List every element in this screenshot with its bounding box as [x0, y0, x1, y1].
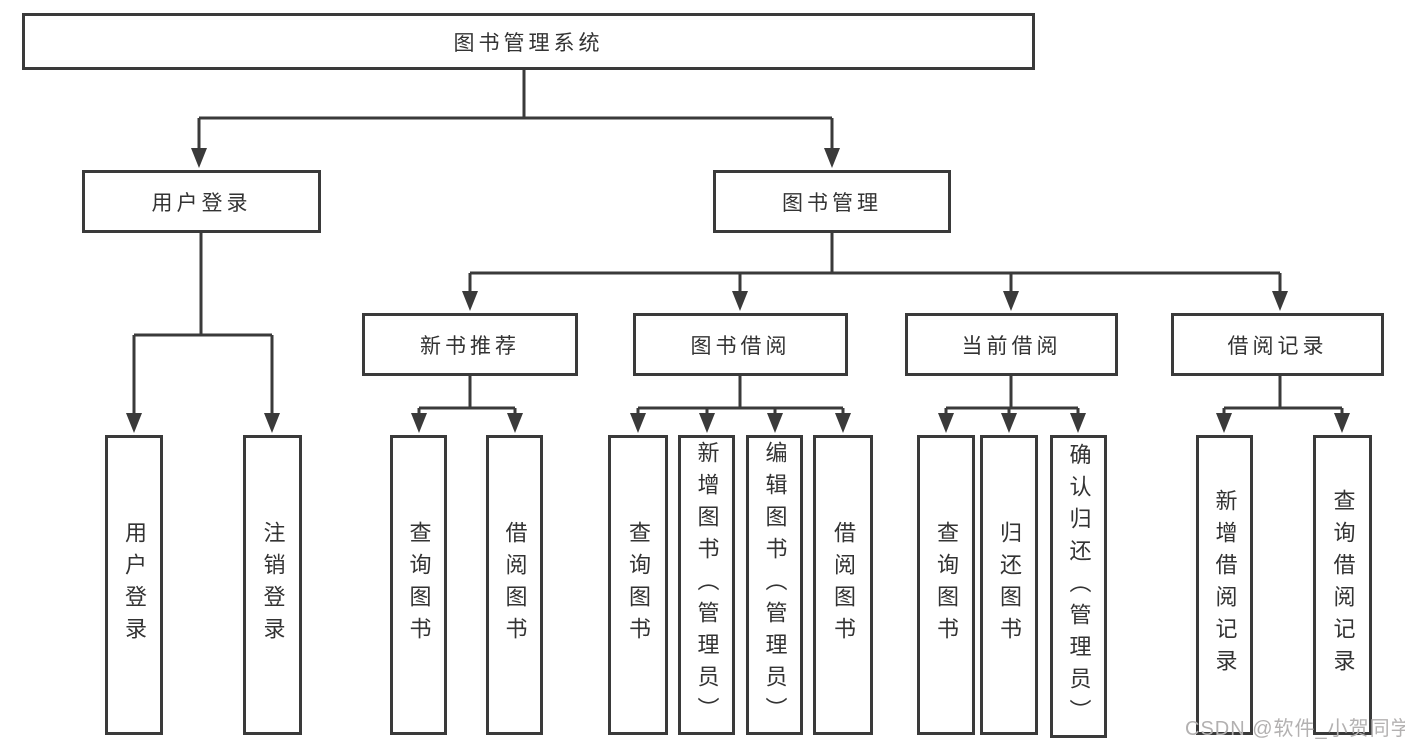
node-label: 确认归还（管理员）	[1066, 442, 1092, 731]
arrow-head-icon	[699, 413, 715, 433]
arrow-head-icon	[1334, 413, 1350, 433]
leaf-query-borrow-record: 查询借阅记录	[1313, 435, 1372, 735]
node-label: 查询借阅记录	[1330, 489, 1356, 681]
leaf-borrow-books: 借阅图书	[813, 435, 873, 735]
leaf-add-books-admin: 新增图书（管理员）	[678, 435, 735, 735]
leaf-borrow-books-recommend: 借阅图书	[486, 435, 543, 735]
node-label: 用户登录	[122, 521, 147, 649]
node-label: 编辑图书（管理员）	[762, 441, 788, 729]
arrow-head-icon	[1070, 413, 1086, 433]
leaf-query-books-borrow: 查询图书	[608, 435, 668, 735]
node-label: 新增图书（管理员）	[694, 441, 720, 729]
node-label: 查询图书	[934, 521, 959, 649]
arrow-head-icon	[732, 291, 748, 311]
leaf-user-login: 用户登录	[105, 435, 163, 735]
leaf-edit-books-admin: 编辑图书（管理员）	[746, 435, 803, 735]
arrow-head-icon	[126, 413, 142, 433]
arrow-head-icon	[264, 413, 280, 433]
leaf-query-books-recommend: 查询图书	[390, 435, 447, 735]
leaf-return-books: 归还图书	[980, 435, 1038, 735]
arrow-head-icon	[191, 148, 207, 168]
node-label: 图书管理	[782, 191, 882, 215]
arrow-head-icon	[824, 148, 840, 168]
leaf-confirm-return-admin: 确认归还（管理员）	[1050, 435, 1107, 738]
arrow-head-icon	[1272, 291, 1288, 311]
arrow-head-icon	[835, 413, 851, 433]
node-current-borrow: 当前借阅	[905, 313, 1118, 376]
node-label: 新增借阅记录	[1212, 489, 1238, 681]
node-book-borrow: 图书借阅	[633, 313, 848, 376]
node-label: 查询图书	[406, 521, 432, 649]
arrow-head-icon	[767, 413, 783, 433]
node-root: 图书管理系统	[22, 13, 1035, 70]
arrow-head-icon	[462, 291, 478, 311]
node-label: 注销登录	[260, 521, 286, 649]
node-label: 借阅记录	[1227, 334, 1328, 358]
node-new-book-recommend: 新书推荐	[362, 313, 578, 376]
arrow-head-icon	[507, 413, 523, 433]
arrow-head-icon	[1001, 413, 1017, 433]
arrow-head-icon	[938, 413, 954, 433]
node-label: 借阅图书	[502, 521, 528, 649]
node-label: 图书借阅	[690, 334, 791, 358]
node-label: 借阅图书	[831, 521, 856, 649]
node-user-login: 用户登录	[82, 170, 321, 233]
node-label: 新书推荐	[420, 334, 520, 358]
arrow-head-icon	[1216, 413, 1232, 433]
node-label: 用户登录	[151, 191, 252, 215]
csdn-watermark: CSDN @软件_小贺同学	[1185, 718, 1405, 740]
arrow-head-icon	[411, 413, 427, 433]
node-label: 归还图书	[997, 521, 1022, 649]
node-borrow-records: 借阅记录	[1171, 313, 1384, 376]
arrow-head-icon	[1003, 291, 1019, 311]
node-label: 查询图书	[626, 521, 651, 649]
leaf-logout: 注销登录	[243, 435, 302, 735]
leaf-query-books-current: 查询图书	[917, 435, 975, 735]
arrow-head-icon	[630, 413, 646, 433]
node-label: 当前借阅	[961, 334, 1062, 358]
node-book-management: 图书管理	[713, 170, 951, 233]
node-label: 图书管理系统	[453, 31, 604, 55]
leaf-add-borrow-record: 新增借阅记录	[1196, 435, 1253, 735]
